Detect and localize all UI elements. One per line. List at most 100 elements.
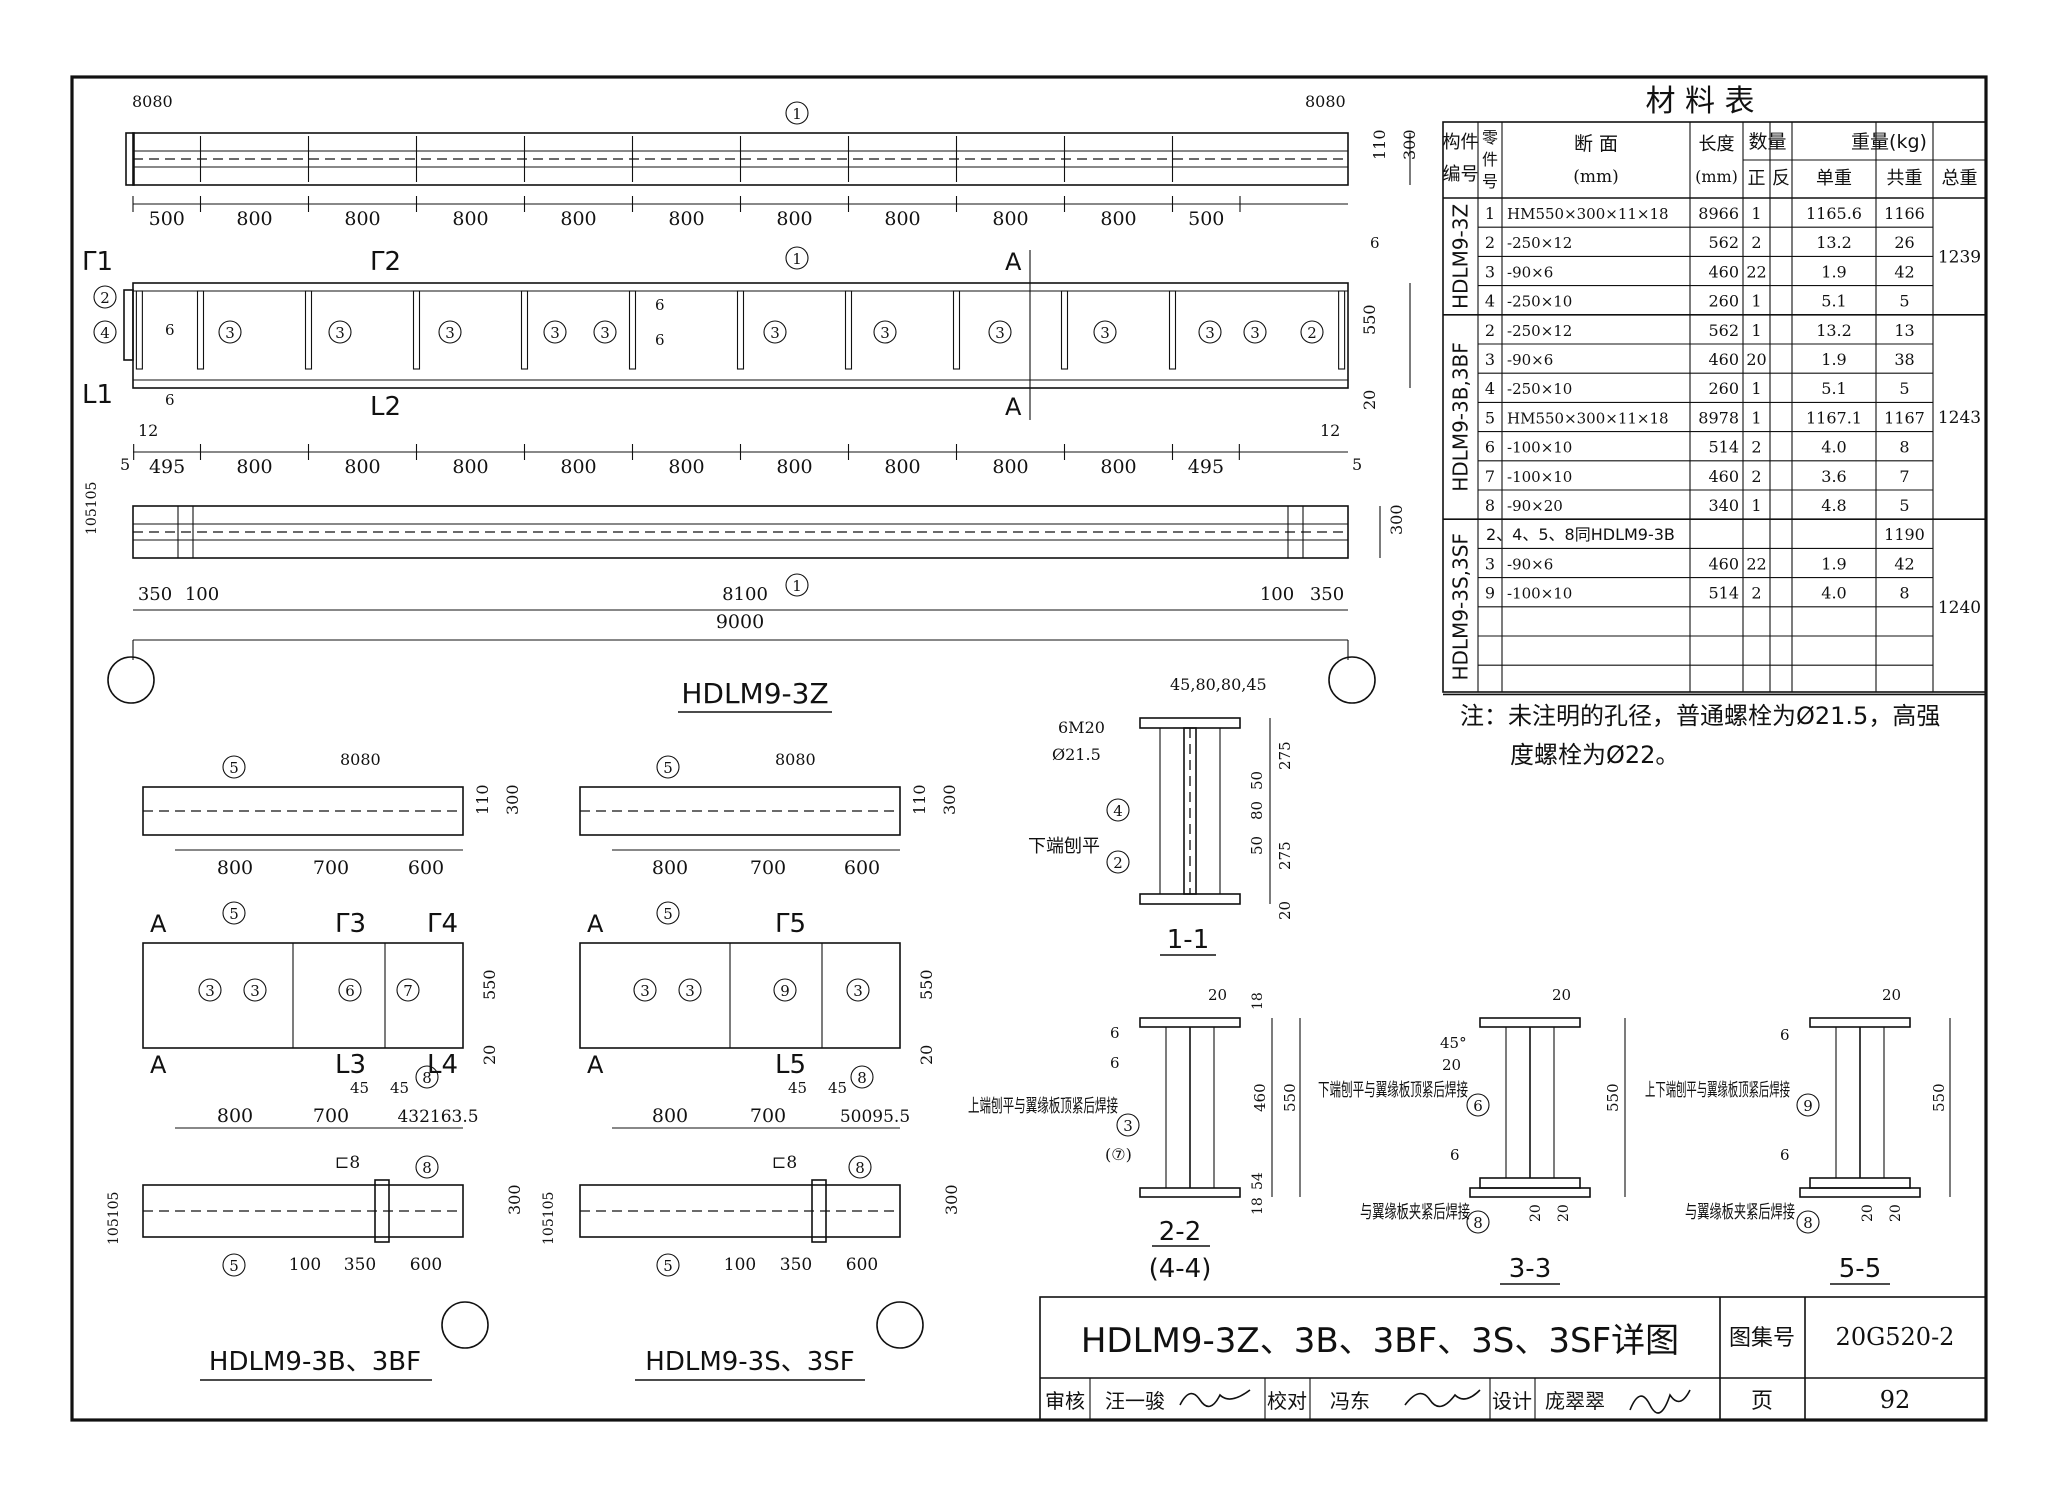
svg-text:105105: 105105 [541, 1192, 557, 1245]
svg-text:50: 50 [1248, 836, 1266, 855]
svg-text:700: 700 [313, 857, 349, 879]
table-cell: 2 [1751, 584, 1761, 603]
stiffener-plate [520, 290, 529, 370]
view-3s: 5 8080 110 300 800 700 600 A A Γ5 L5 5 3… [541, 750, 961, 1381]
svg-text:Ø21.5: Ø21.5 [1052, 745, 1101, 764]
svg-text:(⑦): (⑦) [1105, 1145, 1132, 1164]
stiffener-plate [736, 290, 745, 370]
svg-text:3: 3 [685, 982, 695, 1000]
svg-text:5: 5 [663, 759, 673, 777]
stiffener-plate [135, 290, 143, 370]
svg-text:Γ3: Γ3 [335, 909, 366, 939]
top-span-dim: 500 [149, 208, 185, 230]
svg-text:20: 20 [917, 1045, 936, 1065]
svg-text:800: 800 [217, 1105, 253, 1127]
svg-text:3-3: 3-3 [1509, 1254, 1551, 1284]
table-cell: 1 [1751, 408, 1761, 427]
top-span-dim: 800 [560, 208, 596, 230]
stiffener-plate [1168, 290, 1177, 370]
table-title: 材 料 表 [1645, 84, 1754, 119]
svg-text:6: 6 [1450, 1146, 1460, 1164]
table-cell: 1 [1751, 292, 1761, 311]
svg-text:3: 3 [1123, 1117, 1133, 1135]
part3-callout [218, 320, 242, 344]
svg-text:110: 110 [910, 784, 929, 815]
d5-right: 5 [1352, 455, 1362, 474]
svg-text:长度: 长度 [1699, 134, 1735, 155]
view-3b-title: HDLM9-3B、3BF [209, 1347, 421, 1377]
signature-designer [1629, 1389, 1691, 1414]
part3-callout [543, 320, 567, 344]
table-cell: 4.0 [1821, 438, 1846, 457]
svg-text:8080: 8080 [340, 750, 381, 769]
svg-text:审核: 审核 [1045, 1389, 1085, 1413]
svg-text:800: 800 [217, 857, 253, 879]
svg-text:6: 6 [1110, 1054, 1120, 1072]
svg-text:100: 100 [724, 1255, 756, 1275]
h300-bot: 300 [1387, 504, 1406, 535]
svg-text:6: 6 [1473, 1097, 1483, 1115]
svg-text:700: 700 [313, 1105, 349, 1127]
svg-text:3: 3 [1205, 324, 1215, 342]
mid-span-dim: 800 [668, 456, 704, 478]
table-cell: -250×10 [1507, 293, 1572, 311]
table-cell: 13.2 [1816, 233, 1852, 252]
table-cell: 8 [1899, 584, 1909, 603]
svg-text:600: 600 [846, 1255, 878, 1275]
table-cell: 1.9 [1821, 554, 1846, 573]
axis-bubble-right [1328, 656, 1376, 704]
svg-text:300: 300 [503, 784, 522, 815]
mid-span-dim: 800 [992, 456, 1028, 478]
svg-text:A: A [587, 910, 604, 938]
svg-text:1-1: 1-1 [1167, 925, 1209, 955]
svg-text:6: 6 [655, 296, 665, 314]
table-cell: 22 [1746, 554, 1766, 573]
svg-text:(4-4): (4-4) [1149, 1254, 1212, 1284]
svg-text:45: 45 [350, 1079, 369, 1097]
table-cell: 1 [1751, 204, 1761, 223]
mid-span-dim: 800 [344, 456, 380, 478]
note-line2: 度螺栓为Ø22。 [1510, 741, 1679, 769]
svg-text:432163.5: 432163.5 [397, 1107, 478, 1127]
svg-text:页: 页 [1751, 1389, 1773, 1414]
table-cell: -100×10 [1507, 468, 1572, 486]
svg-text:Γ4: Γ4 [427, 909, 458, 939]
mid-span-dim: 495 [149, 456, 185, 478]
table-cell: 2 [1485, 321, 1495, 340]
bottom-span-dim: 350 [138, 584, 172, 605]
part3-callout [1198, 320, 1222, 344]
svg-text:54: 54 [1250, 1172, 1266, 1190]
table-cell: 7 [1899, 467, 1909, 486]
top-span-dim: 800 [1100, 208, 1136, 230]
svg-text:5: 5 [229, 905, 239, 923]
mid-span-dim: 495 [1188, 456, 1224, 478]
svg-text:600: 600 [410, 1255, 442, 1275]
main-view-title: HDLM9-3Z [681, 677, 828, 710]
group-total: 1240 [1938, 598, 1981, 618]
svg-text:号: 号 [1482, 172, 1498, 191]
bottom-span-dim: 8100 [722, 584, 768, 605]
svg-text:20: 20 [1552, 986, 1571, 1004]
svg-text:单重: 单重 [1816, 168, 1852, 189]
svg-text:8: 8 [855, 1159, 865, 1177]
svg-text:45,80,80,45: 45,80,80,45 [1170, 675, 1267, 694]
table-cell: 1 [1751, 321, 1761, 340]
svg-text:5: 5 [229, 759, 239, 777]
svg-text:图集号: 图集号 [1729, 1326, 1795, 1351]
table-cell: 4 [1485, 379, 1495, 398]
stiffener-plate [844, 290, 853, 370]
svg-text:20: 20 [1276, 901, 1294, 920]
svg-text:350: 350 [344, 1255, 376, 1275]
svg-text:20: 20 [1528, 1204, 1544, 1222]
top-span-dim: 800 [776, 208, 812, 230]
svg-text:4: 4 [100, 324, 110, 342]
svg-text:275: 275 [1276, 841, 1294, 870]
svg-text:8080: 8080 [775, 750, 816, 769]
table-cell: 2 [1751, 438, 1761, 457]
table-cell: -90×6 [1507, 555, 1553, 573]
svg-text:20: 20 [1208, 986, 1227, 1004]
mid-span-dim: 800 [452, 456, 488, 478]
member-name: HDLM9-3B,3BF [1449, 342, 1473, 492]
table-cell: 5 [1485, 408, 1495, 427]
